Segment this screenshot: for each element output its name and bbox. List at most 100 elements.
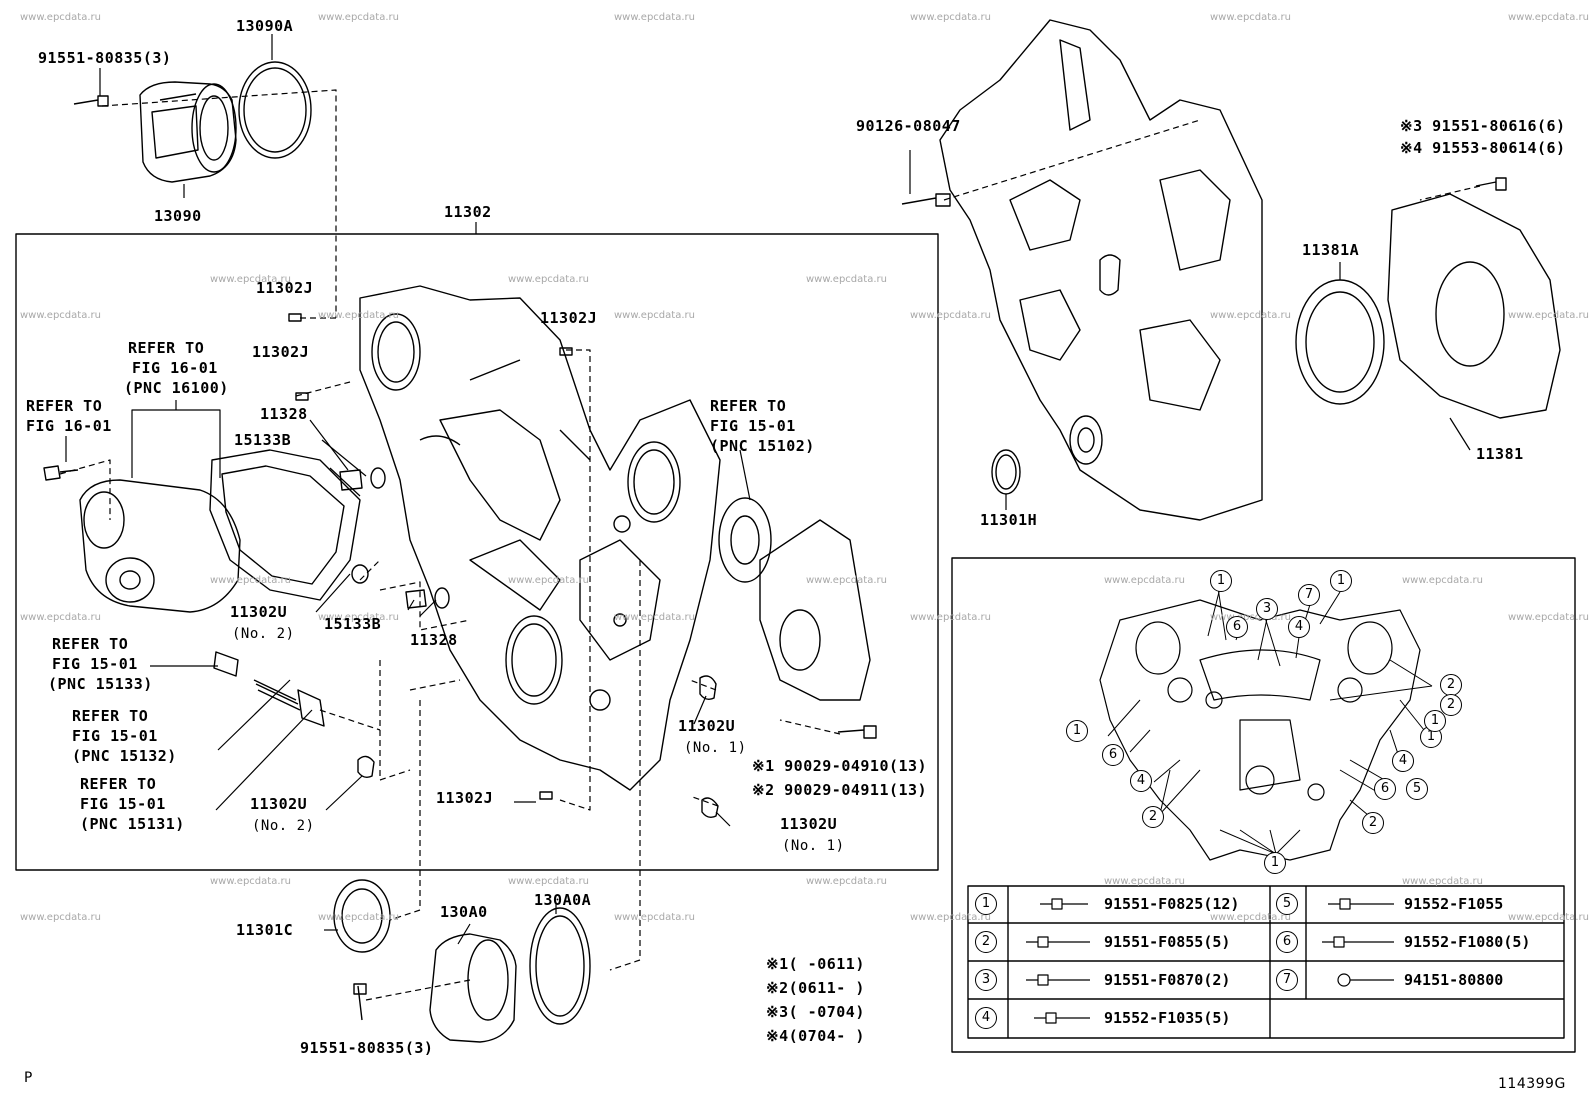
part-label-91551-80616[interactable]: ※3 91551-80616(6) (1400, 117, 1566, 135)
bolt-position-marker: 5 (1406, 778, 1428, 800)
refer-label-15132-line2[interactable]: FIG 15-01 (72, 727, 158, 745)
watermark: www.epcdata.ru (1402, 876, 1483, 887)
bolt-position-marker: 3 (1256, 598, 1278, 620)
part-label-13090[interactable]: 13090 (154, 207, 202, 225)
part-sublabel-no1: (No. 1) (684, 740, 747, 756)
part-label-11381[interactable]: 11381 (1476, 445, 1524, 463)
watermark: www.epcdata.ru (1104, 575, 1185, 586)
water-pump-gasket (209, 449, 361, 601)
watermark: www.epcdata.ru (20, 310, 101, 321)
watermark: www.epcdata.ru (910, 612, 991, 623)
part-label-11302u-no1[interactable]: 11302U (678, 717, 736, 735)
part-label-11302j[interactable]: 11302J (256, 279, 314, 297)
watermark: www.epcdata.ru (1508, 12, 1589, 23)
legend-bolt-icons (1026, 898, 1394, 1024)
part-label-15133b[interactable]: 15133B (234, 431, 292, 449)
part-label-130a0[interactable]: 130A0 (440, 903, 488, 921)
legend-part-2[interactable]: 91551-F0855(5) (1104, 933, 1231, 951)
refer-label-15131-line1[interactable]: REFER TO (80, 775, 157, 793)
refer-label-15102-line3[interactable]: (PNC 15102) (710, 437, 815, 455)
legend-num-6: 6 (1276, 931, 1298, 953)
part-label-91551-80835-top[interactable]: 91551-80835(3) (38, 49, 172, 67)
part-label-90126-08047[interactable]: 90126-08047 (856, 117, 961, 135)
bolt-position-marker: 4 (1392, 750, 1414, 772)
part-label-11381a[interactable]: 11381A (1302, 241, 1360, 259)
refer-label-15131-line3[interactable]: (PNC 15131) (80, 815, 185, 833)
seal-11301c (333, 879, 391, 953)
watermark: www.epcdata.ru (1210, 310, 1291, 321)
retainer-11381 (1387, 193, 1561, 419)
refer-label-15132-line1[interactable]: REFER TO (72, 707, 149, 725)
watermark: www.epcdata.ru (614, 612, 695, 623)
watermark: www.epcdata.ru (508, 876, 589, 887)
bolt-position-marker: 1 (1264, 852, 1286, 874)
part-label-91553-80614[interactable]: ※4 91553-80614(6) (1400, 139, 1566, 157)
watermark: www.epcdata.ru (210, 575, 291, 586)
refer-label-15133-line2[interactable]: FIG 15-01 (52, 655, 138, 673)
part-label-13090a[interactable]: 13090A (236, 17, 294, 35)
part-label-11302j[interactable]: 11302J (252, 343, 310, 361)
refer-label-16100-line3[interactable]: (PNC 16100) (124, 379, 229, 397)
legend-part-7[interactable]: 94151-80800 (1404, 971, 1504, 989)
watermark: www.epcdata.ru (910, 310, 991, 321)
oil-seal-11381a (1295, 279, 1385, 405)
watermark: www.epcdata.ru (1402, 575, 1483, 586)
timing-cover (359, 285, 721, 791)
part-label-90029-04910[interactable]: ※1 90029-04910(13) (752, 757, 928, 775)
legend-part-6[interactable]: 91552-F1080(5) (1404, 933, 1531, 951)
bolt-position-marker: 2 (1362, 812, 1384, 834)
bolt-position-marker: 4 (1130, 770, 1152, 792)
part-label-11302j[interactable]: 11302J (540, 309, 598, 327)
part-label-11301h[interactable]: 11301H (980, 511, 1038, 529)
bolt-position-marker: 6 (1374, 778, 1396, 800)
legend-part-1[interactable]: 91551-F0825(12) (1104, 895, 1240, 913)
watermark: www.epcdata.ru (1508, 310, 1589, 321)
refer-label-15132-line3[interactable]: (PNC 15132) (72, 747, 177, 765)
watermark: www.epcdata.ru (806, 575, 887, 586)
date-note-2: ※2(0611- ) (766, 979, 865, 997)
part-label-90029-04911[interactable]: ※2 90029-04911(13) (752, 781, 928, 799)
bolt-position-marker: 2 (1142, 806, 1164, 828)
refer-label-16-01-line2[interactable]: FIG 16-01 (26, 417, 112, 435)
legend-part-5[interactable]: 91552-F1055 (1404, 895, 1504, 913)
refer-label-15102-line2[interactable]: FIG 15-01 (710, 417, 796, 435)
part-sublabel-no2: (No. 2) (232, 626, 295, 642)
legend-num-1: 1 (975, 893, 997, 915)
watermark: www.epcdata.ru (614, 310, 695, 321)
watermark: www.epcdata.ru (318, 12, 399, 23)
part-label-11302[interactable]: 11302 (444, 203, 492, 221)
watermark: www.epcdata.ru (806, 876, 887, 887)
date-note-1: ※1( -0611) (766, 955, 865, 973)
legend-part-3[interactable]: 91551-F0870(2) (1104, 971, 1231, 989)
part-label-130a0a[interactable]: 130A0A (534, 891, 592, 909)
legend-num-7: 7 (1276, 969, 1298, 991)
refer-label-16100-line2[interactable]: FIG 16-01 (132, 359, 218, 377)
part-label-91551-80835-bottom[interactable]: 91551-80835(3) (300, 1039, 434, 1057)
bolt-position-marker: 6 (1226, 616, 1248, 638)
watermark: www.epcdata.ru (1210, 612, 1291, 623)
part-label-11302j[interactable]: 11302J (436, 789, 494, 807)
part-label-11302u-no2[interactable]: 11302U (250, 795, 308, 813)
watermark: www.epcdata.ru (1508, 612, 1589, 623)
o-ring-130a0a (529, 907, 591, 1025)
legend-num-5: 5 (1276, 893, 1298, 915)
part-label-11302u-no2[interactable]: 11302U (230, 603, 288, 621)
part-label-11302u-no1[interactable]: 11302U (780, 815, 838, 833)
refer-label-16100-line1[interactable]: REFER TO (128, 339, 205, 357)
refer-label-15133-line3[interactable]: (PNC 15133) (48, 675, 153, 693)
watermark: www.epcdata.ru (20, 612, 101, 623)
legend-grid (967, 885, 1565, 1039)
part-label-15133b[interactable]: 15133B (324, 615, 382, 633)
refer-label-15133-line1[interactable]: REFER TO (52, 635, 129, 653)
part-label-11328[interactable]: 11328 (260, 405, 308, 423)
part-label-11328[interactable]: 11328 (410, 631, 458, 649)
corner-mark: P (24, 1070, 33, 1086)
legend-part-4[interactable]: 91552-F1035(5) (1104, 1009, 1231, 1027)
watermark: www.epcdata.ru (318, 612, 399, 623)
watermark: www.epcdata.ru (508, 575, 589, 586)
refer-label-15131-line2[interactable]: FIG 15-01 (80, 795, 166, 813)
refer-label-16-01-line1[interactable]: REFER TO (26, 397, 103, 415)
oil-pump-rotor (718, 497, 772, 583)
part-label-11301c[interactable]: 11301C (236, 921, 294, 939)
refer-label-15102-line1[interactable]: REFER TO (710, 397, 787, 415)
